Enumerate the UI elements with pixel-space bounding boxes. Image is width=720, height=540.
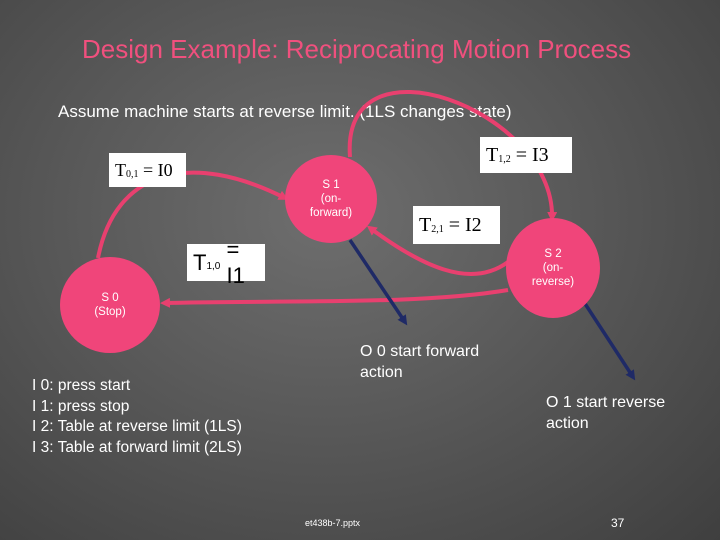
state-s0-name: S 0 — [101, 292, 119, 304]
page-number: 37 — [611, 516, 625, 530]
legend-item: I 3: Table at forward limit (2LS) — [32, 438, 242, 456]
arrow-s2-s1 — [366, 225, 510, 276]
page-subtitle: Assume machine starts at reverse limit. … — [58, 102, 512, 121]
state-s2: S 2 (on- reverse) — [506, 218, 600, 318]
legend-item: I 1: press stop — [32, 397, 130, 415]
page-title: Design Example: Reciprocating Motion Pro… — [82, 34, 632, 64]
state-s1-desc-2: forward) — [309, 207, 353, 219]
footer-filename: et438b-7.pptx — [305, 518, 361, 528]
output-o0-label: O 0 start forward action — [360, 343, 480, 381]
legend-item: I 2: Table at reverse limit (1LS) — [32, 418, 242, 435]
legend-item: I 0: press start — [32, 377, 131, 394]
input-legend: I 0: press start I 1: press stop I 2: Ta… — [32, 376, 242, 458]
state-s0: S 0 (Stop) — [60, 257, 160, 353]
output-arrow-o0 — [348, 239, 408, 326]
output-arrow-o1 — [578, 295, 636, 381]
state-s2-desc-2: reverse) — [531, 276, 575, 288]
state-s1: S 1 (on- forward) — [285, 155, 377, 243]
state-s2-name: S 2 — [544, 248, 562, 260]
output-o1-label: O 1 start reverse action — [546, 394, 666, 432]
state-s2-desc-1: (on- — [542, 262, 564, 274]
state-s1-name: S 1 — [322, 179, 340, 191]
arrow-s1-s0 — [160, 288, 509, 308]
state-s1-desc-1: (on- — [320, 193, 342, 205]
state-s0-desc: (Stop) — [94, 306, 126, 318]
arrow-s1-s2 — [347, 89, 558, 222]
